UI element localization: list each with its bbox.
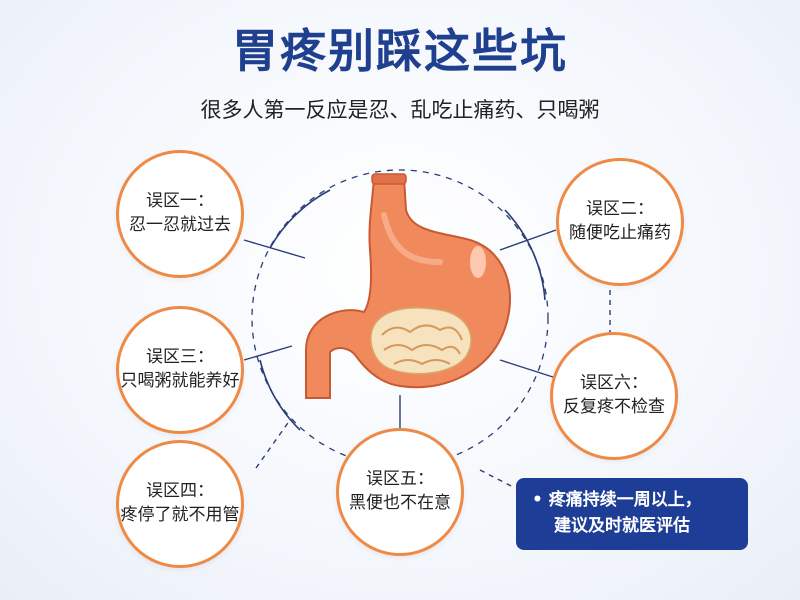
ring-arc-accent [269, 189, 331, 249]
myth-bubble-5: 误区五： 黑便也不在意 [336, 428, 464, 556]
page-subtitle: 很多人第一反应是忍、乱吃止痛药、只喝粥 [200, 98, 600, 122]
myth-text: 反复疼不检查 [563, 397, 665, 417]
stomach-icon [305, 173, 511, 399]
connector-line [499, 229, 557, 251]
myth-text: 疼停了就不用管 [120, 505, 240, 525]
myth-text: 随便吃止痛药 [569, 223, 671, 243]
ring-arc-accent [504, 209, 546, 301]
myth-bubble-3: 误区三： 只喝粥就能养好 [116, 306, 244, 434]
bullet-icon: • [532, 490, 543, 510]
myth-label: 误区二： [586, 199, 654, 220]
myth-bubble-4: 误区四： 疼停了就不用管 [116, 440, 244, 568]
myth-bubble-6: 误区六： 反复疼不检查 [550, 332, 678, 460]
advice-line-1: • 疼痛持续一周以上， [532, 488, 736, 514]
myth-text: 只喝粥就能养好 [120, 371, 240, 391]
myth-label: 误区三： [146, 347, 214, 368]
myth-label: 误区五： [366, 469, 434, 490]
page-title: 胃疼别踩这些坑 [232, 24, 568, 78]
myth-bubble-1: 误区一： 忍一忍就过去 [116, 150, 244, 278]
myth-label: 误区一： [146, 191, 214, 212]
connector-line [255, 419, 291, 469]
myth-bubble-2: 误区二： 随便吃止痛药 [556, 158, 684, 286]
connector-line [243, 345, 293, 361]
ring-arc-accent [259, 359, 301, 431]
myth-text: 忍一忍就过去 [129, 215, 231, 235]
myth-label: 误区六： [580, 373, 648, 394]
myth-label: 误区四： [146, 481, 214, 502]
advice-note: • 疼痛持续一周以上， 建议及时就医评估 [516, 478, 748, 550]
connector-line [243, 239, 306, 259]
advice-text-1: 疼痛持续一周以上， [548, 490, 702, 510]
advice-text-2: 建议及时就医评估 [554, 515, 690, 536]
connector-line [479, 469, 516, 489]
connector-line [499, 359, 557, 379]
myth-text: 黑便也不在意 [349, 493, 451, 513]
